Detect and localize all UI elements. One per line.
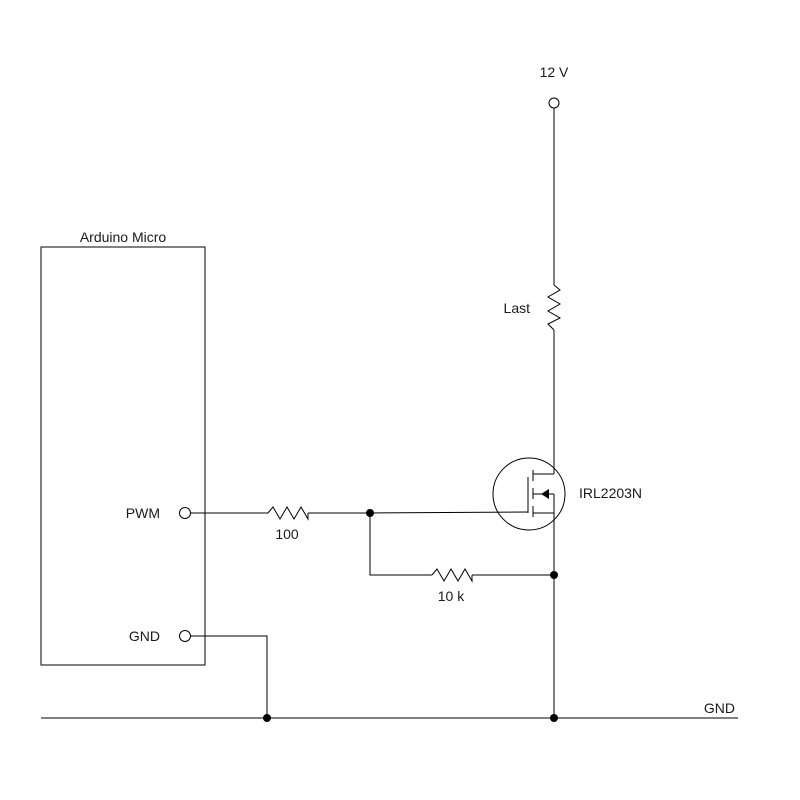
gate-resistor-value: 100 <box>275 526 299 542</box>
load-resistor-zigzag <box>547 284 562 331</box>
wire-node-to-pulldown <box>369 513 432 576</box>
arduino-micro: Arduino Micro PWM GND <box>40 229 206 666</box>
ground-label: GND <box>704 700 735 716</box>
pin-pwm-label: PWM <box>126 505 160 521</box>
pulldown-resistor: 10 k <box>431 568 473 604</box>
mosfet-body-circle <box>492 457 566 531</box>
load-resistor: Last <box>504 284 562 331</box>
pulldown-resistor-value: 10 k <box>438 588 465 604</box>
gate-resistor: 100 <box>267 506 309 542</box>
arduino-title: Arduino Micro <box>80 229 167 245</box>
supply-terminal-circle <box>548 97 560 109</box>
arduino-body <box>40 246 206 666</box>
pin-gnd-label: GND <box>129 628 160 644</box>
supply-terminal: 12 V <box>540 64 569 109</box>
load-label: Last <box>504 300 531 316</box>
pulldown-resistor-zigzag <box>431 568 473 583</box>
mosfet-arrow <box>541 489 549 499</box>
pin-pwm-circle <box>179 507 191 519</box>
junction-pulldown-source <box>550 571 558 579</box>
pin-gnd-circle <box>179 630 191 642</box>
junction-ground-source <box>550 714 558 722</box>
mosfet-part-label: IRL2203N <box>579 485 642 501</box>
wire-gnd-pin-to-rail <box>190 635 268 718</box>
mosfet: IRL2203N <box>492 457 642 531</box>
gate-resistor-zigzag <box>267 506 309 521</box>
junction-ground-arduino <box>263 714 271 722</box>
wire-node-to-gate <box>369 511 529 514</box>
supply-label: 12 V <box>540 64 569 80</box>
